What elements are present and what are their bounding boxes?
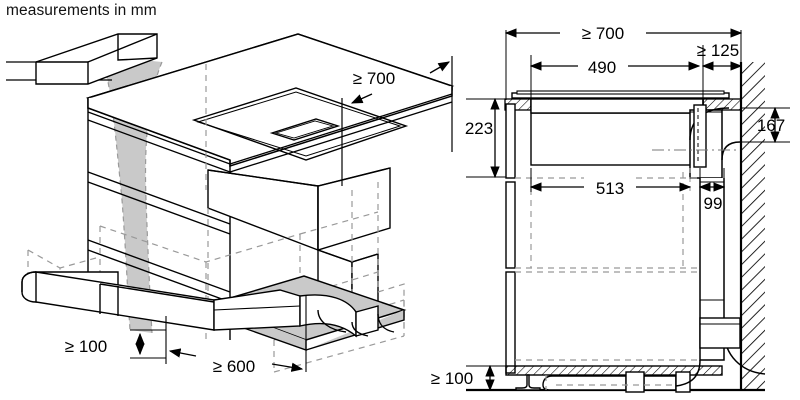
dim-label-iso-depth: ≥ 700: [353, 69, 395, 88]
floor-flat-duct: [21, 271, 379, 338]
section-hidden-lines: [515, 172, 700, 390]
appliance-body: [207, 167, 391, 252]
appliance-section-body: [530, 98, 704, 166]
floor-duct-section: [542, 371, 691, 393]
appliance-riser: [693, 104, 707, 168]
hob-cutout: [191, 87, 409, 161]
duct-bend: [317, 309, 395, 337]
cabinet-side-panel: [505, 103, 516, 374]
dim-hob-cutout-depth: [529, 56, 701, 76]
dim-iso-depth: [341, 56, 453, 186]
dim-label-duct-width: 99: [704, 194, 723, 213]
dim-housing-height: [464, 97, 500, 179]
dim-label-body-depth: 513: [596, 179, 624, 198]
dim-label-duct-height: 167: [757, 116, 785, 135]
dim-overall-depth: [504, 22, 743, 42]
dim-iso-cabinet-width: [165, 296, 307, 372]
right-section-view: ≥ 700 ≥ 125 490 223 167: [431, 22, 790, 393]
dim-label-overall-depth: ≥ 700: [582, 24, 624, 43]
wall-rail: [35, 33, 158, 85]
dim-label-housing-height: 223: [465, 119, 493, 138]
worktop-slab: [85, 33, 455, 168]
dim-label-hob-cutout-depth: 490: [588, 58, 616, 77]
plinth-board: [505, 365, 723, 376]
dim-iso-plinth-gap: [130, 329, 166, 359]
dim-label-iso-plinth-gap: ≥ 100: [65, 337, 107, 356]
dim-label-iso-cabinet-width: ≥ 600: [213, 357, 255, 376]
worktop-section: [511, 90, 730, 99]
vent-slot: [269, 118, 341, 141]
dim-body-depth: [529, 177, 692, 197]
wall: [739, 62, 765, 390]
dim-label-wall-clearance: ≥ 125: [697, 41, 739, 60]
left-isometric-view: ≥ 700 ≥ 100 ≥ 600: [6, 33, 455, 376]
page-caption: measurements in mm: [6, 2, 157, 19]
dimension-extension-lines: [466, 30, 790, 391]
dim-label-plinth-height: ≥ 100: [431, 369, 473, 388]
plinth-foot: [515, 374, 541, 391]
